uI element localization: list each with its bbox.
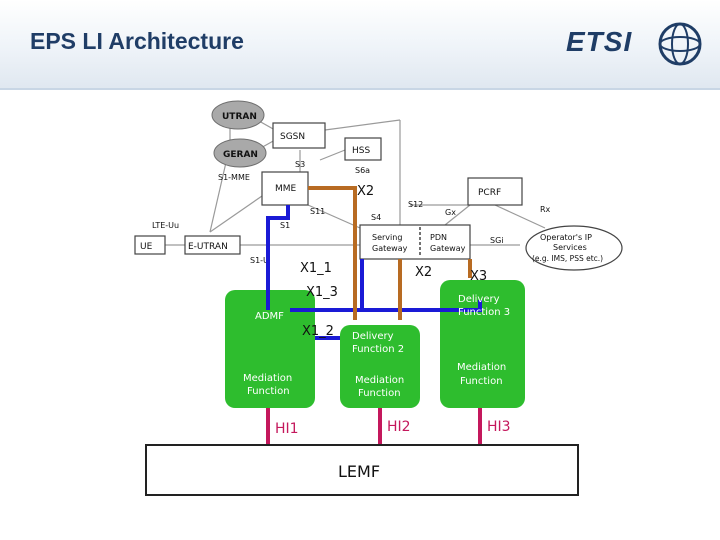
sgsn-box: [272, 122, 326, 149]
eutran-box: [184, 235, 241, 255]
x1-links: [266, 205, 482, 340]
x1-1-label: X1_1: [300, 261, 332, 276]
x1-1-link: [266, 205, 290, 310]
mf3-label-2: Function: [460, 376, 503, 387]
admf-label: ADMF: [255, 311, 284, 322]
admf-box: [225, 290, 315, 408]
etsi-logo-globe-icon: [658, 22, 702, 66]
pcrf-label: PCRF: [478, 188, 501, 198]
x2-top-label: X2: [357, 184, 374, 199]
mf2-label-2: Function: [358, 388, 401, 399]
x1-3-label: X1_3: [306, 285, 338, 300]
gateway-box: [359, 224, 471, 260]
s4-label: S4: [371, 213, 381, 222]
header-divider: [0, 88, 720, 90]
df2-label-2: Function 2: [352, 344, 404, 355]
x2-right-label: X2: [415, 265, 432, 280]
gx-label: Gx: [445, 208, 456, 217]
s3-label: S3: [295, 160, 305, 169]
mf1-label-1: Mediation: [243, 373, 292, 384]
handover-links: [266, 408, 482, 445]
hi3-label: HI3: [487, 419, 511, 435]
ue-label: UE: [140, 242, 153, 252]
df2-box: [340, 325, 420, 408]
geran-cloud: GERAN: [213, 138, 267, 168]
x3-label: X3: [470, 269, 487, 284]
mme-box: [261, 171, 309, 206]
slide-title: EPS LI Architecture: [30, 28, 244, 54]
hss-box: [344, 137, 382, 161]
df3-label-1: Delivery: [458, 294, 500, 305]
s11-label: S11: [310, 207, 325, 216]
mme-label: MME: [275, 184, 297, 194]
pdn-gateway-label-1: PDN: [430, 233, 447, 242]
operator-services-label-2: Services: [553, 243, 587, 252]
hss-label: HSS: [352, 146, 370, 156]
lemf-label: LEMF: [338, 462, 380, 481]
serving-gateway-label-2: Gateway: [372, 244, 408, 253]
mf1-label-2: Function: [247, 386, 290, 397]
s1-mme-label: S1-MME: [218, 173, 250, 182]
s6a-label: S6a: [355, 166, 370, 175]
utran-cloud: UTRAN: [211, 100, 265, 130]
mf2-label-1: Mediation: [355, 375, 404, 386]
x1-2-label: X1_2: [302, 324, 334, 339]
operator-services-label-3: (e.g. IMS, PSS etc.): [532, 254, 603, 263]
ue-box: [134, 235, 166, 255]
mf3-label-1: Mediation: [457, 362, 506, 373]
x1-3-link: [290, 300, 482, 312]
operator-services-ellipse: [525, 225, 623, 271]
slide-header: [0, 0, 720, 90]
pcrf-box: [467, 177, 523, 206]
pdn-gateway-label-2: Gateway: [430, 244, 466, 253]
hi2-label: HI2: [387, 419, 411, 435]
x2-top-link: [308, 186, 357, 320]
lte-uu-label: LTE-Uu: [152, 221, 179, 230]
sgsn-label: SGSN: [280, 132, 305, 142]
lemf-box: [145, 444, 579, 496]
df2-label-1: Delivery: [352, 331, 394, 342]
geran-label: GERAN: [223, 150, 258, 160]
etsi-logo: ETSI: [566, 26, 633, 57]
s1-u-label: S1-U: [250, 256, 269, 265]
operator-services-label-1: Operator's IP: [540, 233, 592, 242]
network-nodes: [134, 122, 523, 260]
utran-label: UTRAN: [222, 112, 257, 122]
s1-label: S1: [280, 221, 290, 230]
s12-label: S12: [408, 200, 423, 209]
x2-x3-links: [308, 186, 472, 320]
df3-label-2: Function 3: [458, 307, 510, 318]
rx-label: Rx: [540, 205, 551, 214]
serving-gateway-label-1: Serving: [372, 233, 402, 242]
hi1-label: HI1: [275, 421, 299, 437]
eutran-label: E-UTRAN: [188, 242, 228, 252]
sgi-label: SGi: [490, 236, 504, 245]
